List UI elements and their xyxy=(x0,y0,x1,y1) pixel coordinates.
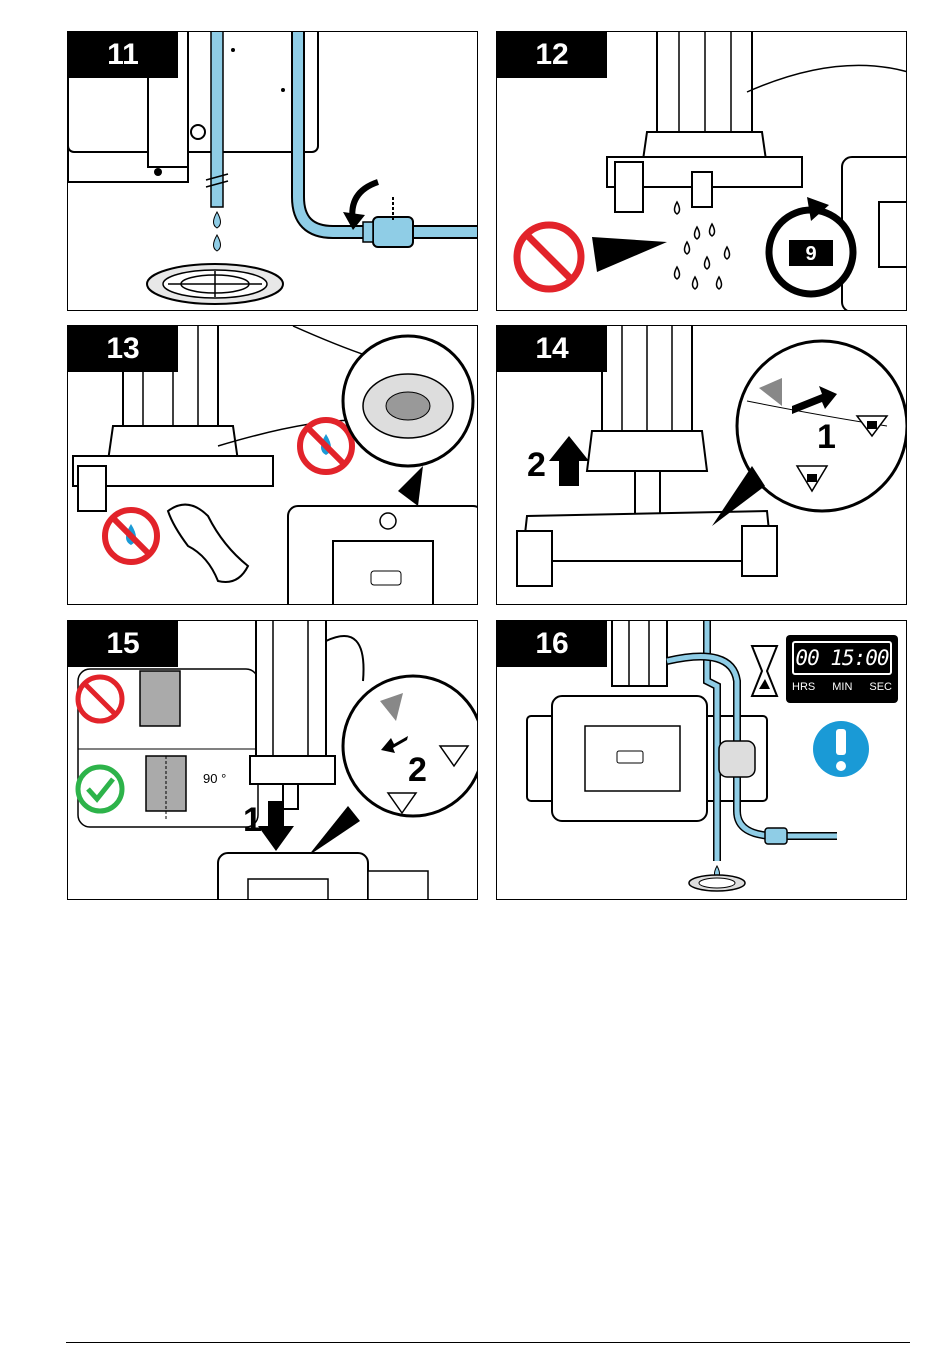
no-water-icon xyxy=(300,420,352,472)
repeat-count: 9 xyxy=(805,243,816,265)
exclamation-icon xyxy=(813,721,869,777)
footer-rule xyxy=(66,1342,910,1343)
step-13-panel: 13 xyxy=(67,325,478,605)
no-entry-icon xyxy=(78,677,122,721)
step-number: 16 xyxy=(497,621,607,667)
timer-units: HRS MIN SEC xyxy=(792,681,892,693)
step-number: 11 xyxy=(68,32,178,78)
no-water-icon xyxy=(105,510,157,562)
water-drop-icon xyxy=(214,212,221,251)
step-14-panel: 14 2 1 xyxy=(496,325,907,605)
step-11-panel: 11 xyxy=(67,31,478,311)
no-entry-icon xyxy=(517,225,581,289)
callout-1: 1 xyxy=(243,801,262,839)
countdown-timer: 00 15:00 HRS MIN SEC xyxy=(786,635,898,703)
step-number: 14 xyxy=(497,326,607,372)
step-number: 12 xyxy=(497,32,607,78)
callout-1: 1 xyxy=(817,418,836,456)
timer-unit-sec: SEC xyxy=(869,681,892,693)
step-number: 13 xyxy=(68,326,178,372)
checkmark-icon xyxy=(78,767,122,811)
callout-2: 2 xyxy=(527,446,546,484)
timer-unit-hrs: HRS xyxy=(792,681,815,693)
drain-icon xyxy=(689,875,745,891)
hourglass-icon xyxy=(752,646,777,696)
drain-icon xyxy=(147,264,283,304)
step-15-panel: 15 1 2 xyxy=(67,620,478,900)
callout-2: 2 xyxy=(408,751,427,789)
angle-label: 90 ° xyxy=(203,771,226,786)
timer-unit-min: MIN xyxy=(832,681,852,693)
step-number: 15 xyxy=(68,621,178,667)
timer-display: 00 15:00 xyxy=(792,641,892,675)
step-12-panel: 12 9 xyxy=(496,31,907,311)
step-16-panel: 16 00 15:00 HRS xyxy=(496,620,907,900)
